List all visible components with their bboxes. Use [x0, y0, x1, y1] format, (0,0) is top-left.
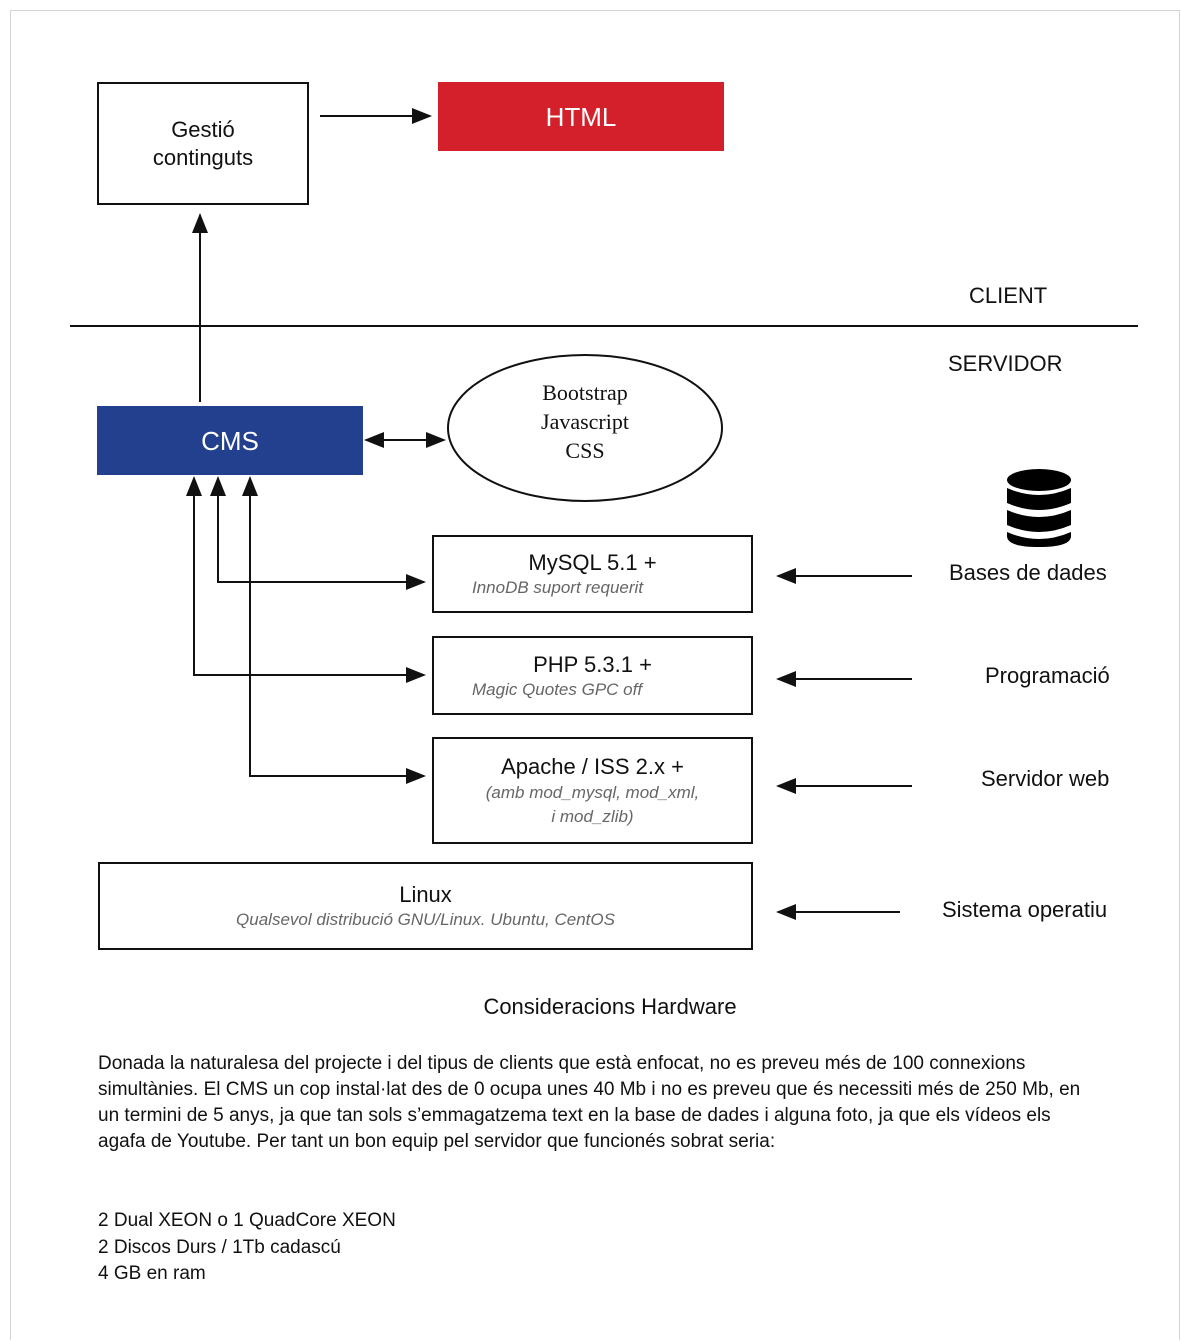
html-label: HTML — [545, 101, 617, 132]
os-label: Sistema operatiu — [942, 897, 1108, 922]
database-icon — [1007, 469, 1071, 547]
hardware-item: 2 Dual XEON o 1 QuadCore XEON — [98, 1210, 396, 1231]
hardware-item: 2 Discos Durs / 1Tb cadascú — [98, 1236, 341, 1258]
html-box: HTML — [438, 82, 724, 151]
mysql-title: MySQL 5.1 + — [528, 550, 657, 575]
server-label: SERVIDOR — [948, 351, 1063, 376]
content-management-label: Gestió continguts — [152, 116, 254, 170]
client-label: CLIENT — [969, 283, 1048, 308]
hardware-item: 4 GB en ram — [98, 1263, 206, 1284]
linux-title: Linux — [399, 882, 452, 907]
web-server-label: Servidor web — [981, 766, 1110, 791]
cms-label: CMS — [201, 425, 259, 456]
linux-note: Qualsevol distribució GNU/Linux. Ubuntu,… — [236, 910, 615, 929]
hardware-heading: Consideracions Hardware — [483, 994, 737, 1019]
hardware-list: 2 Dual XEON o 1 QuadCore XEON 2 Discos D… — [98, 1208, 396, 1288]
content-management-box: Gestió continguts — [97, 82, 309, 205]
frontend-libs-ellipse — [447, 354, 723, 502]
php-title: PHP 5.3.1 + — [533, 651, 652, 677]
mysql-note: InnoDB suport requerit — [472, 578, 644, 597]
apache-title: Apache / ISS 2.x + — [501, 753, 684, 779]
php-box: PHP 5.3.1 + Magic Quotes GPC off — [432, 636, 753, 715]
cms-box: CMS — [97, 406, 363, 475]
apache-note: (amb mod_mysql, mod_xml, i mod_zlib) — [485, 782, 700, 826]
databases-label: Bases de dades — [949, 560, 1107, 585]
arrow-cms-apache — [242, 476, 426, 784]
mysql-box: MySQL 5.1 + InnoDB suport requerit — [432, 535, 753, 613]
arrow-cms-mysql — [210, 476, 426, 590]
php-note: Magic Quotes GPC off — [472, 679, 643, 699]
programming-label: Programació — [985, 663, 1110, 688]
frontend-libs-label: Bootstrap Javascript CSS — [541, 380, 629, 463]
page-frame — [10, 10, 1180, 1340]
linux-box: Linux Qualsevol distribució GNU/Linux. U… — [98, 862, 753, 950]
hardware-paragraph: Donada la naturalesa del projecte i del … — [98, 1053, 1081, 1152]
apache-box: Apache / ISS 2.x + (amb mod_mysql, mod_x… — [432, 737, 753, 844]
arrow-cms-php — [186, 476, 426, 683]
